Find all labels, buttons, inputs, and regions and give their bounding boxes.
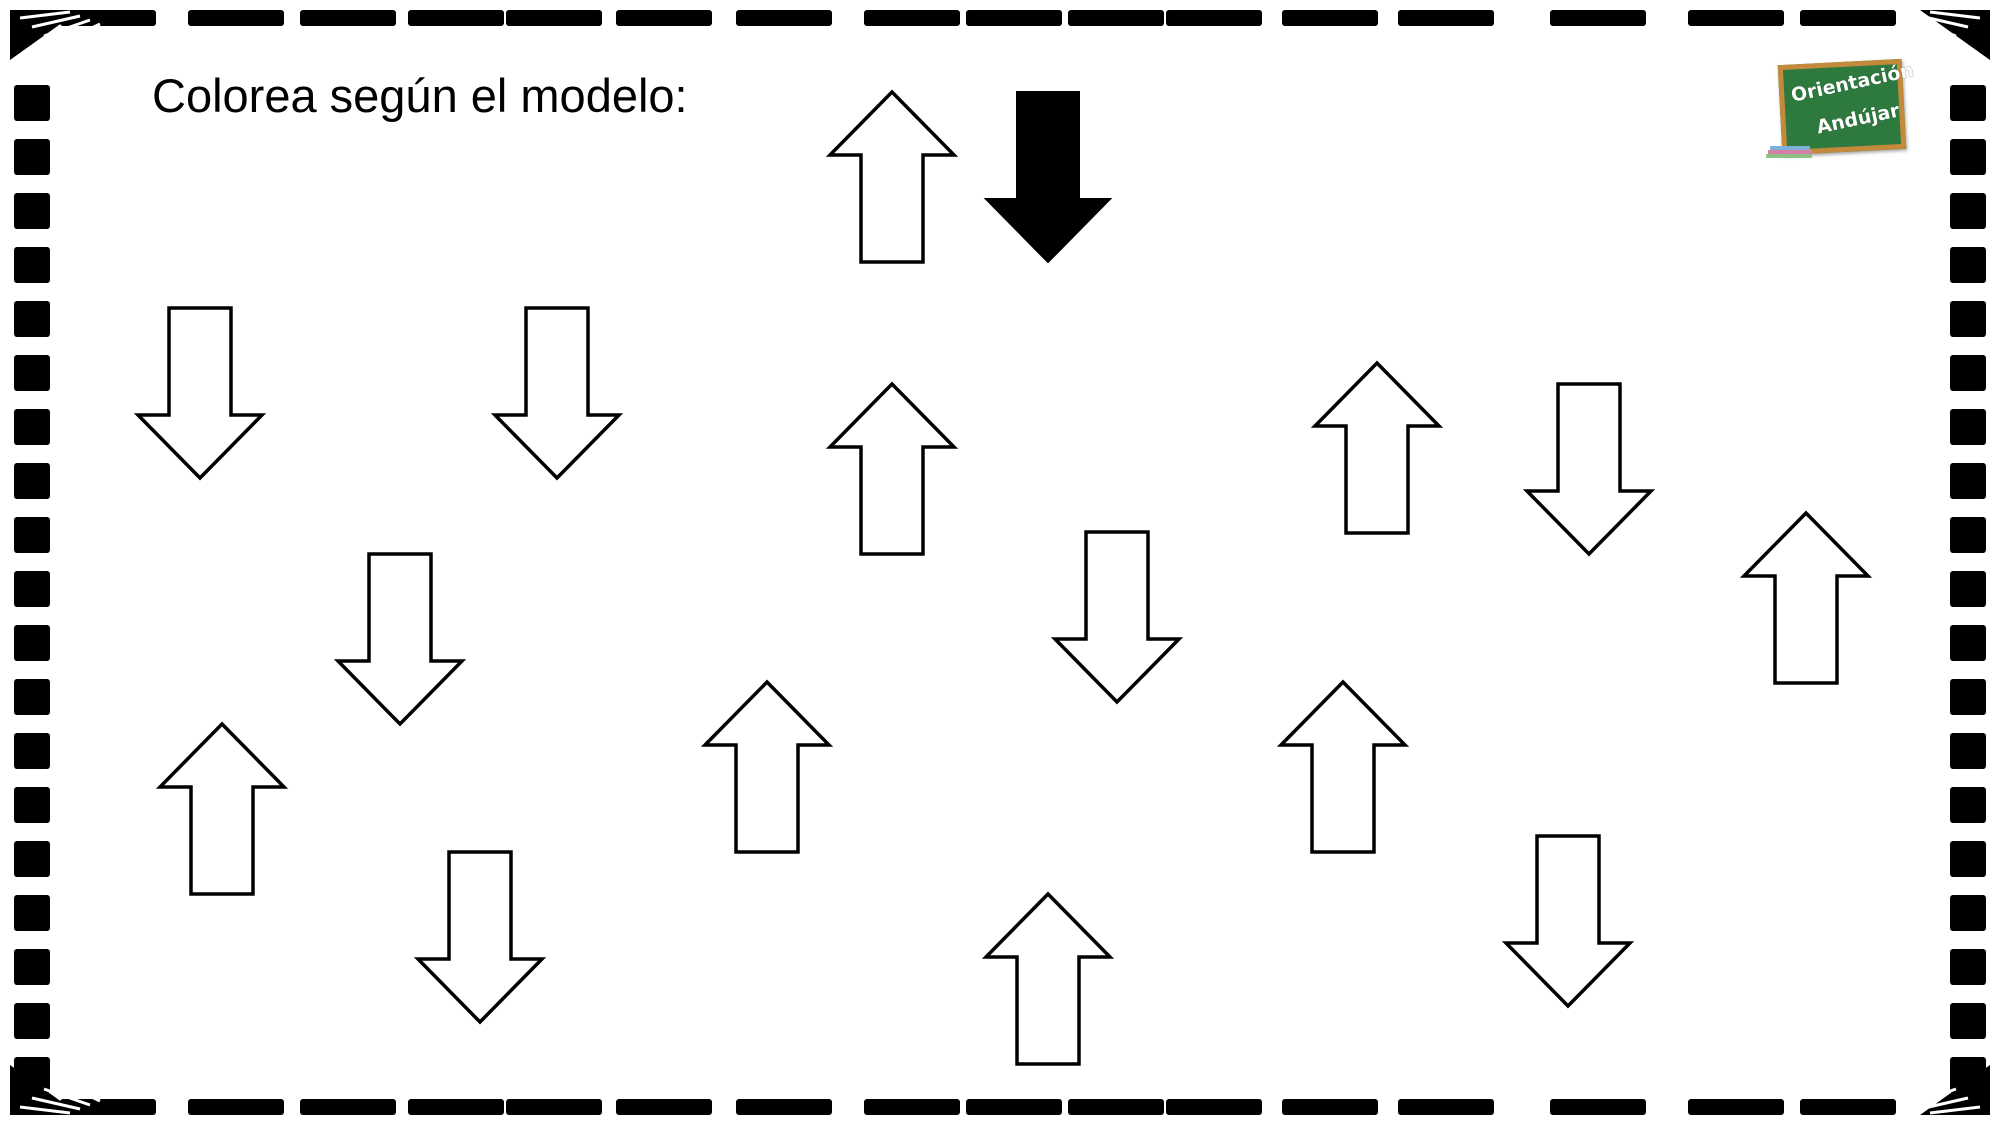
border-dash-left xyxy=(14,949,50,985)
border-dash-right xyxy=(1950,85,1986,121)
arrow-up-outline xyxy=(155,721,289,896)
instruction-text: Colorea según el modelo: xyxy=(152,69,688,122)
border-dash-bottom xyxy=(1166,1099,1262,1115)
border-dash-right xyxy=(1950,895,1986,931)
arrow-up-outline xyxy=(1739,510,1873,685)
border-dash-bottom xyxy=(1068,1099,1164,1115)
border-dash-left xyxy=(14,193,50,229)
border-dash-right xyxy=(1950,247,1986,283)
border-dash-left xyxy=(14,355,50,391)
corner-flourish xyxy=(1899,1065,1990,1115)
border-dash-bottom xyxy=(506,1099,602,1115)
corner-flourish xyxy=(10,10,101,60)
corner-flourish xyxy=(10,1065,101,1115)
border-dash-bottom xyxy=(408,1099,504,1115)
border-dash-right xyxy=(1950,139,1986,175)
arrow-down-outline xyxy=(1050,530,1184,705)
border-dash-left xyxy=(14,409,50,445)
border-dash-right xyxy=(1950,679,1986,715)
border-dash-left xyxy=(14,733,50,769)
border-dash-left xyxy=(14,517,50,553)
arrow-up-outline xyxy=(700,679,834,854)
border-dash-right xyxy=(1950,1003,1986,1039)
border-dash-right xyxy=(1950,355,1986,391)
border-dash-bottom xyxy=(1800,1099,1896,1115)
border-dash-top xyxy=(966,10,1062,26)
border-dash-right xyxy=(1950,517,1986,553)
border-dash-top xyxy=(864,10,960,26)
border-dash-top xyxy=(736,10,832,26)
arrow-up-outline xyxy=(1276,679,1410,854)
books-icon xyxy=(1766,146,1812,160)
arrow-down-outline xyxy=(1501,834,1635,1009)
arrow-up-outline xyxy=(981,891,1115,1066)
border-dash-right xyxy=(1950,571,1986,607)
border-dash-left xyxy=(14,463,50,499)
arrow-down-outline xyxy=(1522,382,1656,557)
border-dash-top xyxy=(300,10,396,26)
border-dash-right xyxy=(1950,463,1986,499)
arrow-up-outline xyxy=(825,381,959,556)
border-dash-left xyxy=(14,787,50,823)
border-dash-top xyxy=(1688,10,1784,26)
border-dash-right xyxy=(1950,949,1986,985)
border-dash-right xyxy=(1950,787,1986,823)
border-dash-bottom xyxy=(1282,1099,1378,1115)
border-dash-top xyxy=(1398,10,1494,26)
border-dash-left xyxy=(14,247,50,283)
border-dash-top xyxy=(506,10,602,26)
border-dash-left xyxy=(14,841,50,877)
border-dash-top xyxy=(1068,10,1164,26)
arrow-down-outline xyxy=(133,306,267,481)
border-dash-bottom xyxy=(864,1099,960,1115)
border-dash-bottom xyxy=(616,1099,712,1115)
arrow-down-outline xyxy=(490,306,624,481)
border-dash-left xyxy=(14,895,50,931)
border-dash-right xyxy=(1950,193,1986,229)
border-dash-bottom xyxy=(966,1099,1062,1115)
orientacion-andujar-logo: Orientación Andújar xyxy=(1766,58,1916,164)
border-dash-bottom xyxy=(1688,1099,1784,1115)
border-dash-left xyxy=(14,571,50,607)
border-dash-top xyxy=(616,10,712,26)
border-dash-left xyxy=(14,301,50,337)
model-arrow-up-outline xyxy=(825,89,959,264)
arrow-down-outline xyxy=(333,552,467,727)
corner-flourish xyxy=(1899,10,1990,60)
border-dash-top xyxy=(1166,10,1262,26)
border-dash-bottom xyxy=(736,1099,832,1115)
border-dash-bottom xyxy=(188,1099,284,1115)
border-dash-top xyxy=(408,10,504,26)
border-dash-bottom xyxy=(1398,1099,1494,1115)
border-dash-top xyxy=(1282,10,1378,26)
border-dash-top xyxy=(1550,10,1646,26)
border-dash-top xyxy=(1800,10,1896,26)
border-dash-right xyxy=(1950,841,1986,877)
border-dash-right xyxy=(1950,625,1986,661)
arrow-down-outline xyxy=(413,850,547,1025)
border-dash-top xyxy=(188,10,284,26)
arrow-up-outline xyxy=(1310,360,1444,535)
border-dash-left xyxy=(14,625,50,661)
border-dash-left xyxy=(14,139,50,175)
border-dash-left xyxy=(14,85,50,121)
border-dash-left xyxy=(14,1003,50,1039)
border-dash-bottom xyxy=(300,1099,396,1115)
border-dash-right xyxy=(1950,301,1986,337)
border-dash-right xyxy=(1950,409,1986,445)
model-arrow-down-filled xyxy=(983,91,1113,264)
border-dash-bottom xyxy=(1550,1099,1646,1115)
border-dash-left xyxy=(14,679,50,715)
border-dash-right xyxy=(1950,733,1986,769)
